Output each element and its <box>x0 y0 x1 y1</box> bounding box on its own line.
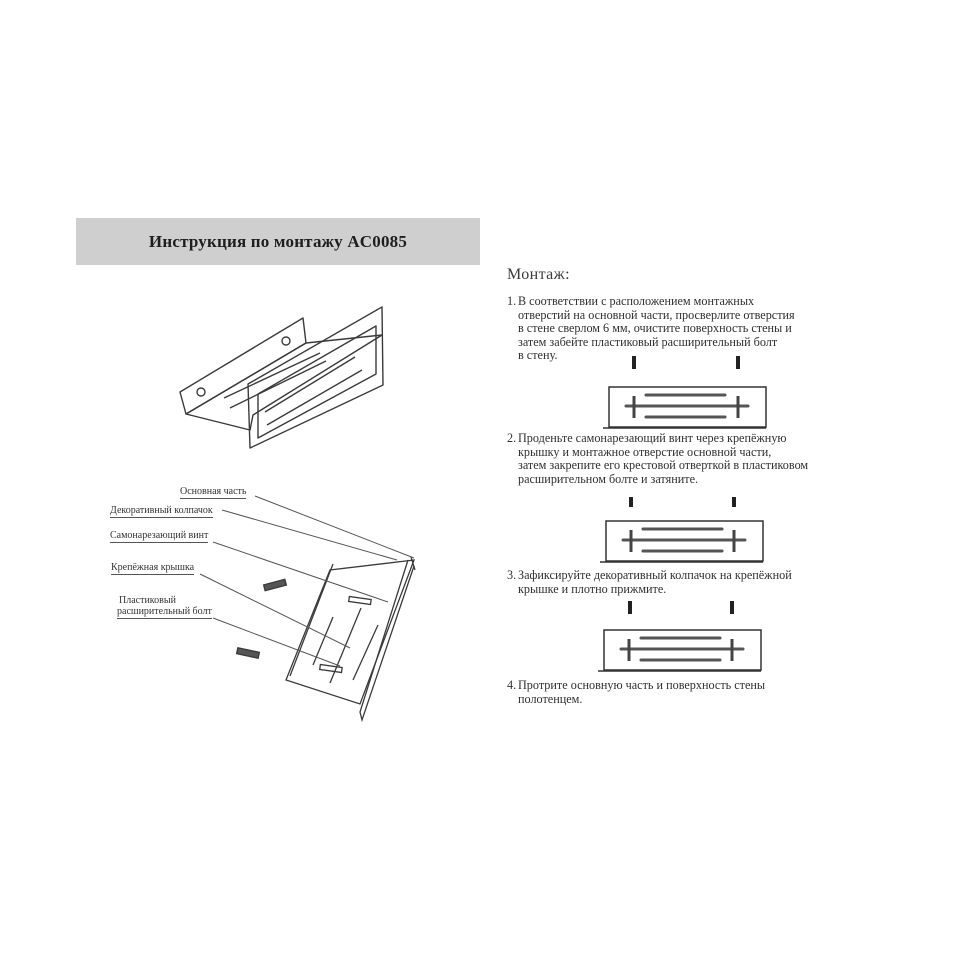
label-plastic-anchor-line2: расширительный болт <box>117 606 212 619</box>
step-number: 4. <box>507 678 517 692</box>
step-3-diagram <box>598 601 762 672</box>
label-plastic-anchor: Пластиковый расширительный болт <box>117 595 212 619</box>
section-heading-installation: Монтаж: <box>507 266 570 283</box>
label-main-part: Основная часть <box>180 486 247 499</box>
step-1: 1.В соответствии с расположением монтажн… <box>507 294 795 363</box>
exploded-assembly-drawing <box>199 495 416 723</box>
label-fixing-cover: Крепёжная крышка <box>111 562 195 575</box>
step-2: 2.Проденьте самонарезающий винт через кр… <box>507 431 809 486</box>
step-1-diagram <box>603 356 767 429</box>
step-number: 3. <box>507 568 517 582</box>
shelf-perspective-drawing <box>179 306 384 449</box>
document-title: Инструкция по монтажу AC0085 <box>148 231 408 251</box>
label-plastic-anchor-line1: Пластиковый <box>119 595 176 606</box>
label-self-tapping-screw: Самонарезающий винт <box>110 530 209 543</box>
label-decorative-cap: Декоративный колпачок <box>110 505 213 518</box>
step-number: 2. <box>507 431 517 445</box>
title-banner: Инструкция по монтажу AC0085 <box>76 218 480 265</box>
step-4: 4.Протрите основную часть и поверхность … <box>507 678 766 706</box>
step-3: 3.Зафиксируйте декоративный колпачок на … <box>507 568 792 596</box>
step-number: 1. <box>507 294 517 308</box>
step-2-diagram <box>600 497 764 563</box>
